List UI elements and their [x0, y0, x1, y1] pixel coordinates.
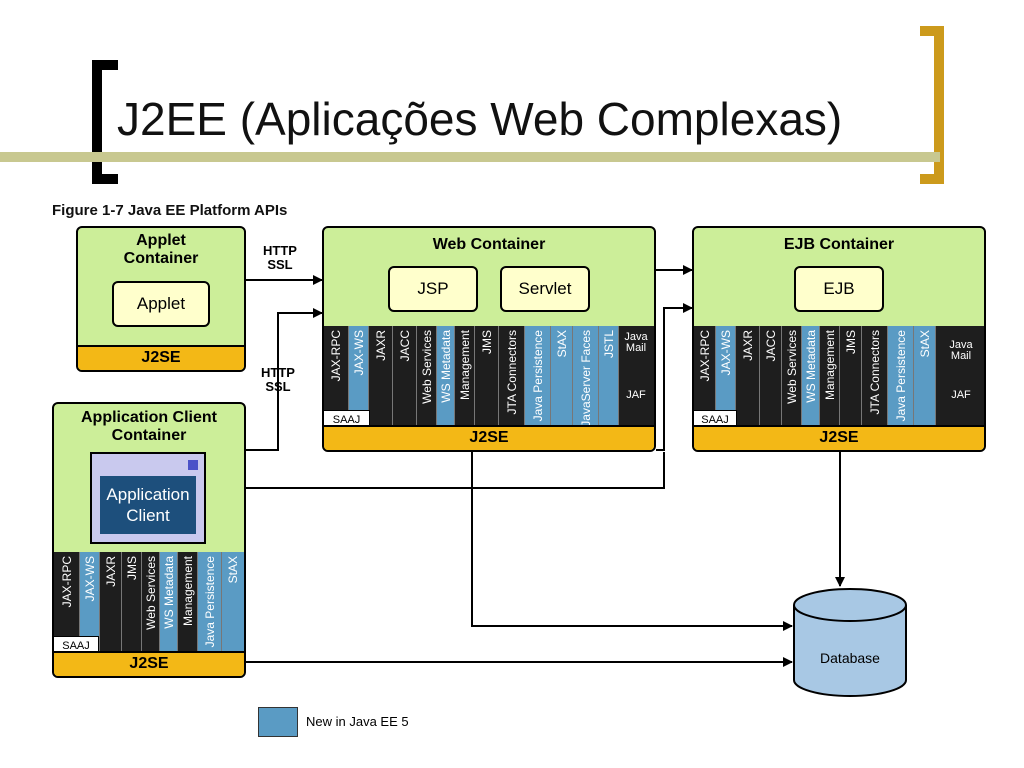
api-jax-rpc: JAX-RPC: [54, 552, 80, 655]
app-client-container-title: Application Client Container: [81, 409, 217, 444]
api-stax: StAX: [914, 326, 936, 429]
web-container: Web Container JSP Servlet JAX-RPC JAX-WS…: [322, 226, 656, 452]
api-jta-connectors: JTA Connectors: [862, 326, 888, 429]
api-ws-metadata: WS Metadata: [802, 326, 820, 429]
left-bracket-bottom: [92, 174, 118, 184]
api-jaf: JAF: [626, 389, 646, 401]
api-management: Management: [455, 326, 475, 429]
api-jax-ws: JAX-WS: [716, 326, 736, 429]
api-java-persistence: Java Persistence: [888, 326, 914, 429]
client-api-strip: JAX-RPC JAX-WS JAXR JMS Web Services WS …: [54, 552, 244, 655]
applet-container: Applet Container Applet J2SE: [76, 226, 246, 372]
api-stax: StAX: [551, 326, 573, 429]
api-java-persistence: Java Persistence: [198, 552, 222, 655]
api-saaj: SAAJ: [694, 410, 737, 429]
protocol-label-top: HTTP SSL: [263, 243, 297, 272]
ejb-api-strip: JAX-RPC JAX-WS JAXR JACC Web Services WS…: [694, 326, 984, 429]
api-jms: JMS: [122, 552, 142, 655]
servlet-component: Servlet: [500, 266, 590, 312]
page-title: J2EE (Aplicações Web Complexas): [117, 93, 843, 145]
api-javaserver-faces: JavaServer Faces: [573, 326, 599, 429]
api-side-column: Java Mail JAF: [936, 326, 984, 429]
database-label: Database: [820, 650, 880, 666]
jsp-component: JSP: [388, 266, 478, 312]
web-j2se-bar: J2SE: [324, 425, 654, 450]
app-client-container: Application Client Container Application…: [52, 402, 246, 678]
right-bracket-bottom: [920, 174, 944, 184]
applet-j2se-bar: J2SE: [78, 345, 244, 370]
api-jaxr: JAXR: [369, 326, 393, 429]
database-cylinder-icon: [793, 588, 907, 697]
api-jstl: JSTL: [599, 326, 619, 429]
title-underline: [0, 152, 940, 162]
arrow-client-to-web: [246, 308, 323, 451]
api-jacc: JACC: [393, 326, 417, 429]
left-bracket-top: [92, 60, 118, 70]
applet-component: Applet: [112, 281, 210, 327]
api-jax-rpc: JAX-RPC: [324, 326, 349, 429]
arrow-client-to-ejb: [246, 452, 665, 489]
api-ws-metadata: WS Metadata: [160, 552, 178, 655]
arrow-web-to-ejb-2: [656, 303, 693, 451]
api-jax-ws: JAX-WS: [349, 326, 369, 429]
api-management: Management: [178, 552, 198, 655]
arrow-web-to-db: [471, 452, 793, 631]
window-control-icon: [188, 460, 198, 470]
ejb-j2se-bar: J2SE: [694, 425, 984, 450]
app-client-window: Application Client: [90, 452, 206, 544]
legend-label: New in Java EE 5: [306, 714, 409, 729]
applet-container-title: Applet Container: [123, 232, 199, 267]
api-management: Management: [820, 326, 840, 429]
ejb-container: EJB Container EJB JAX-RPC JAX-WS JAXR JA…: [692, 226, 986, 452]
api-ws-metadata: WS Metadata: [437, 326, 455, 429]
api-jms: JMS: [840, 326, 862, 429]
figure-caption: Figure 1-7 Java EE Platform APIs: [52, 202, 288, 219]
left-bracket-icon: [92, 60, 102, 184]
api-jaf: JAF: [951, 389, 971, 401]
right-bracket-top: [920, 26, 944, 36]
client-j2se-bar: J2SE: [54, 651, 244, 676]
api-jaxr: JAXR: [100, 552, 122, 655]
ejb-container-title: EJB Container: [783, 236, 895, 253]
api-jaxr: JAXR: [736, 326, 760, 429]
app-client-component: Application Client: [100, 476, 196, 534]
api-jax-ws: JAX-WS: [80, 552, 100, 655]
api-jta-connectors: JTA Connectors: [499, 326, 525, 429]
api-web-services: Web Services: [417, 326, 437, 429]
api-side-column: Java Mail JAF: [619, 326, 654, 429]
legend-swatch: [258, 707, 298, 737]
ejb-component: EJB: [794, 266, 884, 312]
api-jacc: JACC: [760, 326, 782, 429]
api-java-mail: Java Mail: [624, 331, 648, 354]
api-jms: JMS: [475, 326, 499, 429]
api-jax-rpc: JAX-RPC: [694, 326, 716, 429]
web-container-title: Web Container: [432, 236, 546, 253]
api-java-mail: Java Mail: [949, 339, 973, 362]
api-web-services: Web Services: [782, 326, 802, 429]
right-bracket-icon: [934, 26, 944, 184]
api-web-services: Web Services: [142, 552, 160, 655]
api-saaj: SAAJ: [54, 636, 99, 655]
protocol-label-middle: HTTP SSL: [261, 365, 295, 394]
api-java-persistence: Java Persistence: [525, 326, 551, 429]
web-api-strip: JAX-RPC JAX-WS JAXR JACC Web Services WS…: [324, 326, 654, 429]
api-stax: StAX: [222, 552, 244, 655]
api-saaj: SAAJ: [324, 410, 370, 429]
